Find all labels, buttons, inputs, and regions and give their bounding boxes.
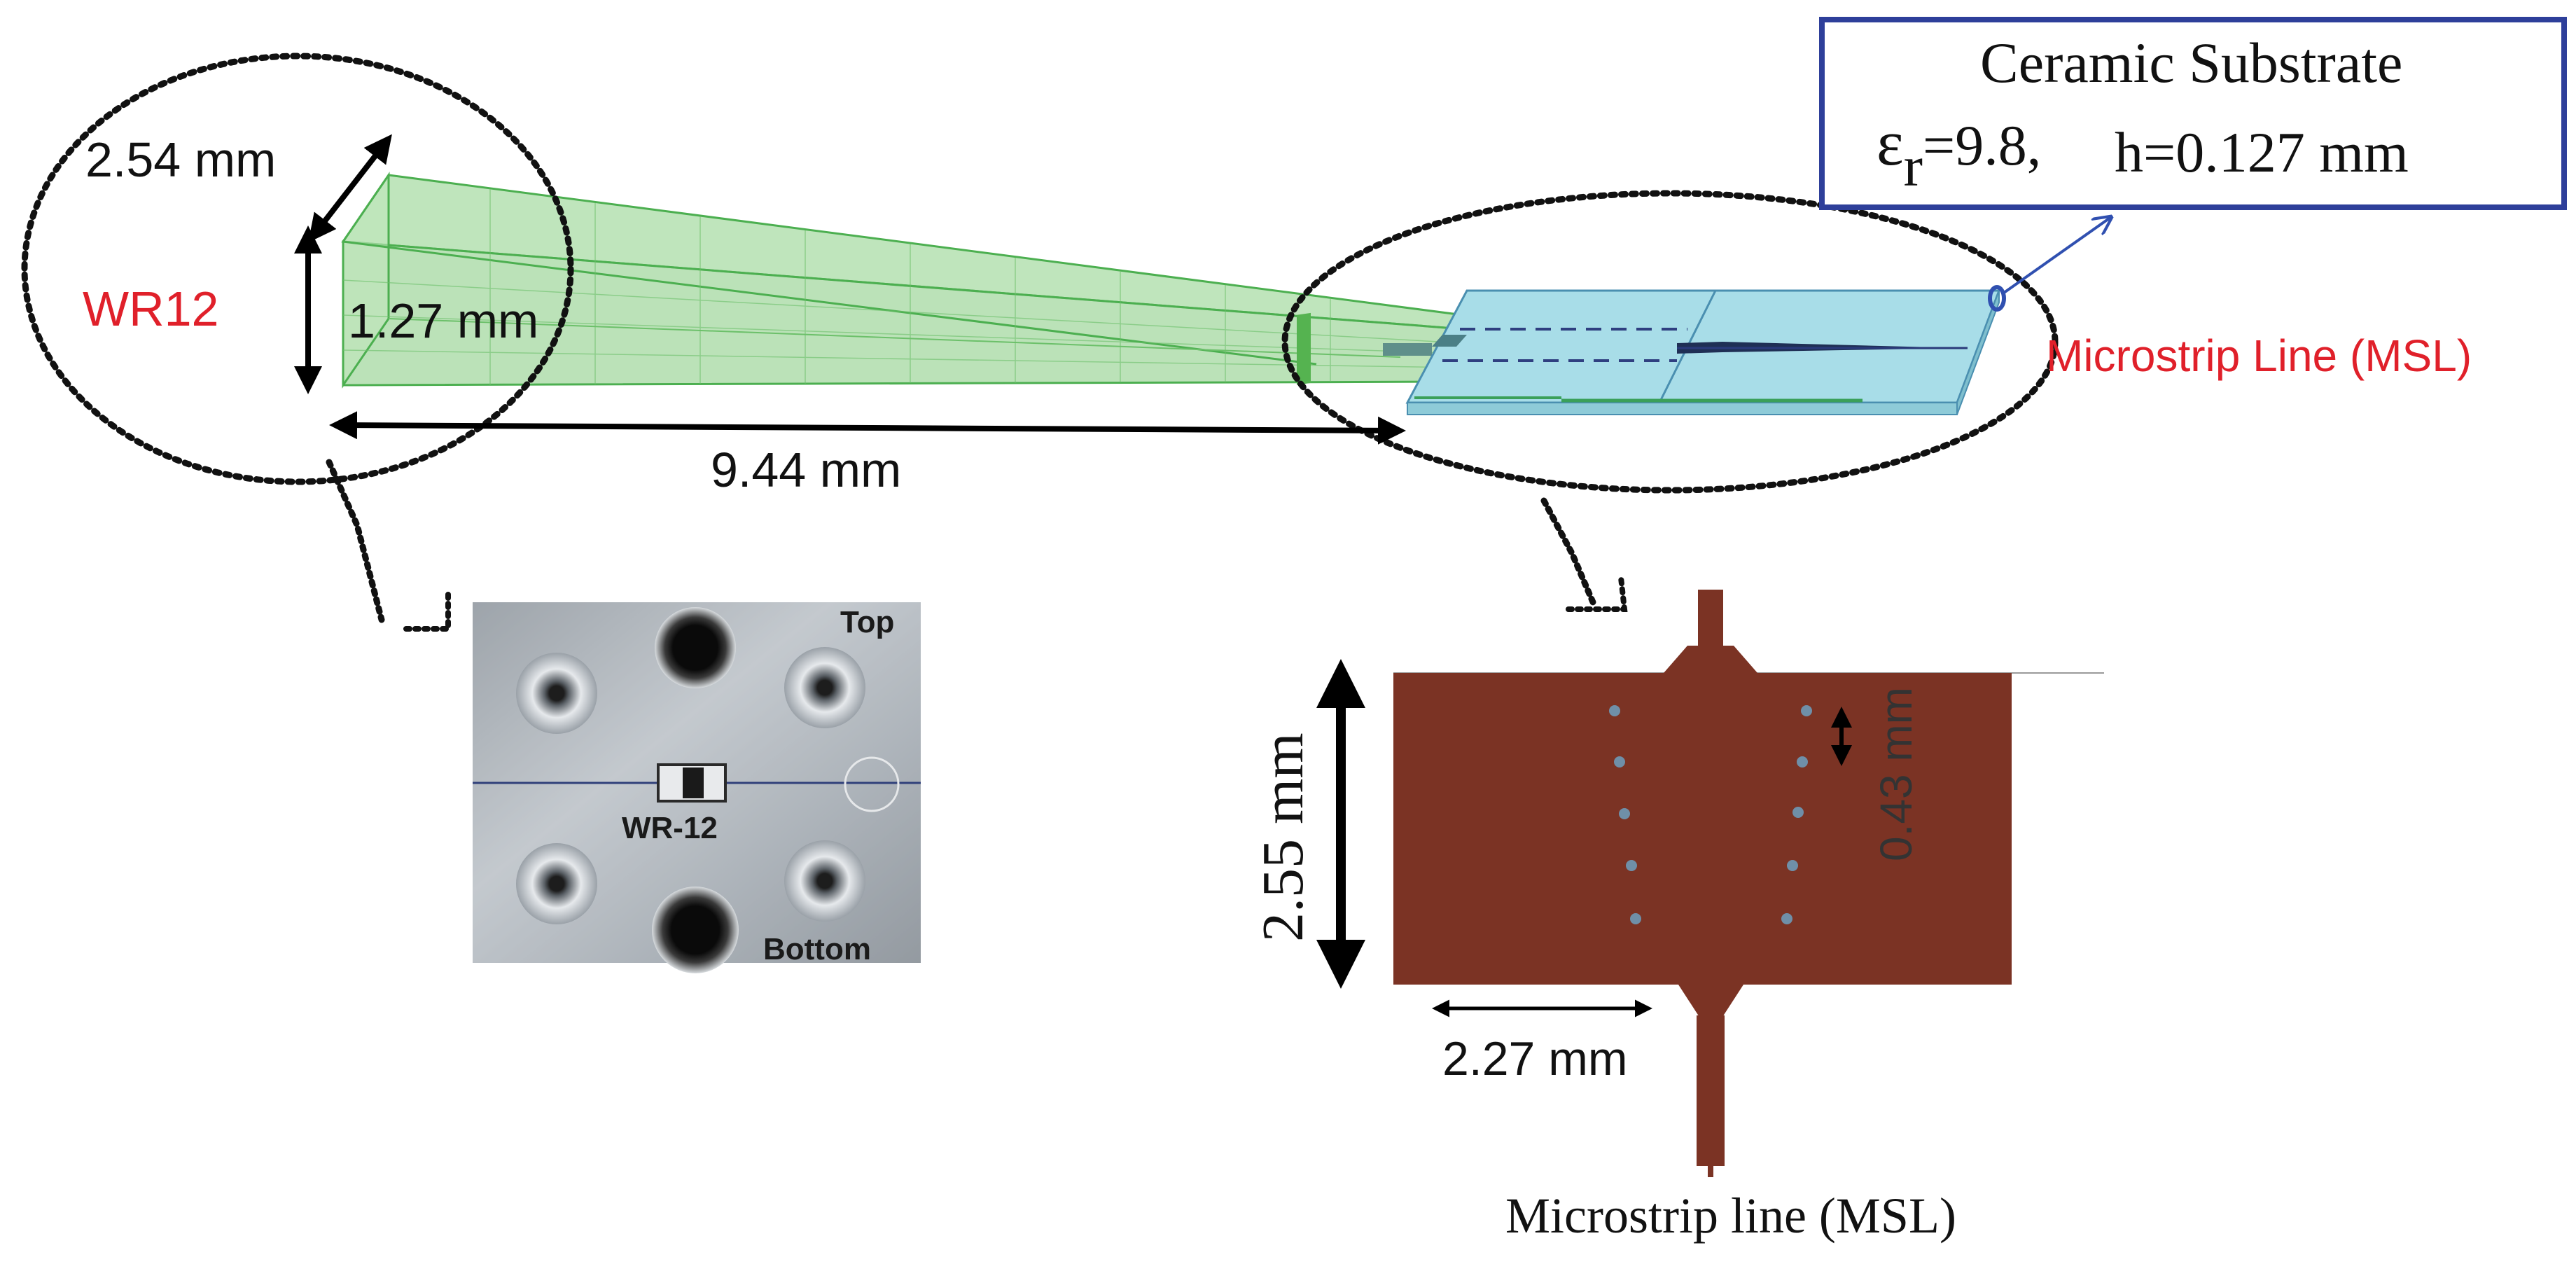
wr12-flange-photo: Top WR-12 Bottom (473, 602, 921, 973)
via (1630, 913, 1641, 924)
thickness-label: h=0.127 mm (2115, 120, 2409, 184)
via (1787, 860, 1798, 871)
screw-hole-br (784, 840, 865, 922)
via (1614, 756, 1625, 768)
waveguide-taper (341, 172, 1465, 389)
via (1619, 808, 1630, 819)
msl-transition-layout (1393, 590, 2104, 1177)
msl-feed (1697, 1015, 1725, 1166)
transition-highlight-ellipse (1281, 190, 2059, 494)
probe-tab (1383, 343, 1432, 356)
ceramic-substrate-3d (1405, 289, 2001, 415)
layout-height-label: 2.55 mm (1251, 732, 1316, 942)
length-dimension-arrow (329, 411, 1406, 445)
substrate-front-face (1407, 402, 1958, 415)
msl-callout-label: Microstrip Line (MSL) (2046, 331, 2472, 381)
photo-bottom-label: Bottom (763, 932, 871, 966)
screw-hole-bl (516, 843, 597, 924)
screw-hole-tl (516, 653, 597, 734)
msl-port-marker (1988, 285, 2006, 312)
alignment-hole-bottom (652, 887, 739, 973)
layout-caption: Microstrip line (MSL) (1505, 1188, 1956, 1244)
via (1781, 913, 1792, 924)
via-row-left (1609, 705, 1641, 924)
substrate-side-face (1956, 290, 2000, 415)
waveguide-length-label: 9.44 mm (711, 443, 901, 497)
substrate-callout-arrow (2003, 217, 2111, 294)
via-row-right (1781, 705, 1812, 924)
waveguide-height-label: 1.27 mm (348, 293, 538, 348)
via (1797, 756, 1808, 768)
layout-width-label: 2.27 mm (1442, 1032, 1628, 1085)
probe-stub (1698, 590, 1723, 647)
waveguide-highlight-ellipse (21, 53, 574, 485)
photo-top-label: Top (840, 605, 894, 639)
via (1801, 705, 1812, 716)
msl-taper (1678, 985, 1743, 1022)
waveguide-mesh (342, 189, 1464, 385)
substrate-spec-box: Ceramic Substrate εr=9.8, h=0.127 mm (1819, 17, 2567, 210)
via (1626, 860, 1637, 871)
via (1609, 705, 1620, 716)
alignment-hole-top (655, 607, 736, 688)
via-pitch-label: 0.43 mm (1871, 687, 1921, 861)
waveguide-flange-strip (1297, 312, 1311, 385)
permittivity-label: εr=9.8, (1877, 107, 2041, 198)
photo-center-label: WR-12 (622, 811, 718, 845)
waveguide-name-label: WR12 (83, 282, 218, 336)
layout-leader (1540, 497, 1596, 606)
copper-ground-plane (1393, 673, 2012, 985)
photo-leader (326, 459, 385, 623)
substrate-title: Ceramic Substrate (1980, 31, 2402, 95)
via (1792, 807, 1804, 818)
screw-hole-tr (784, 647, 865, 728)
probe-taper (1664, 646, 1757, 673)
width-dimension-arrow (308, 134, 392, 243)
waveguide-width-label: 2.54 mm (85, 132, 276, 187)
